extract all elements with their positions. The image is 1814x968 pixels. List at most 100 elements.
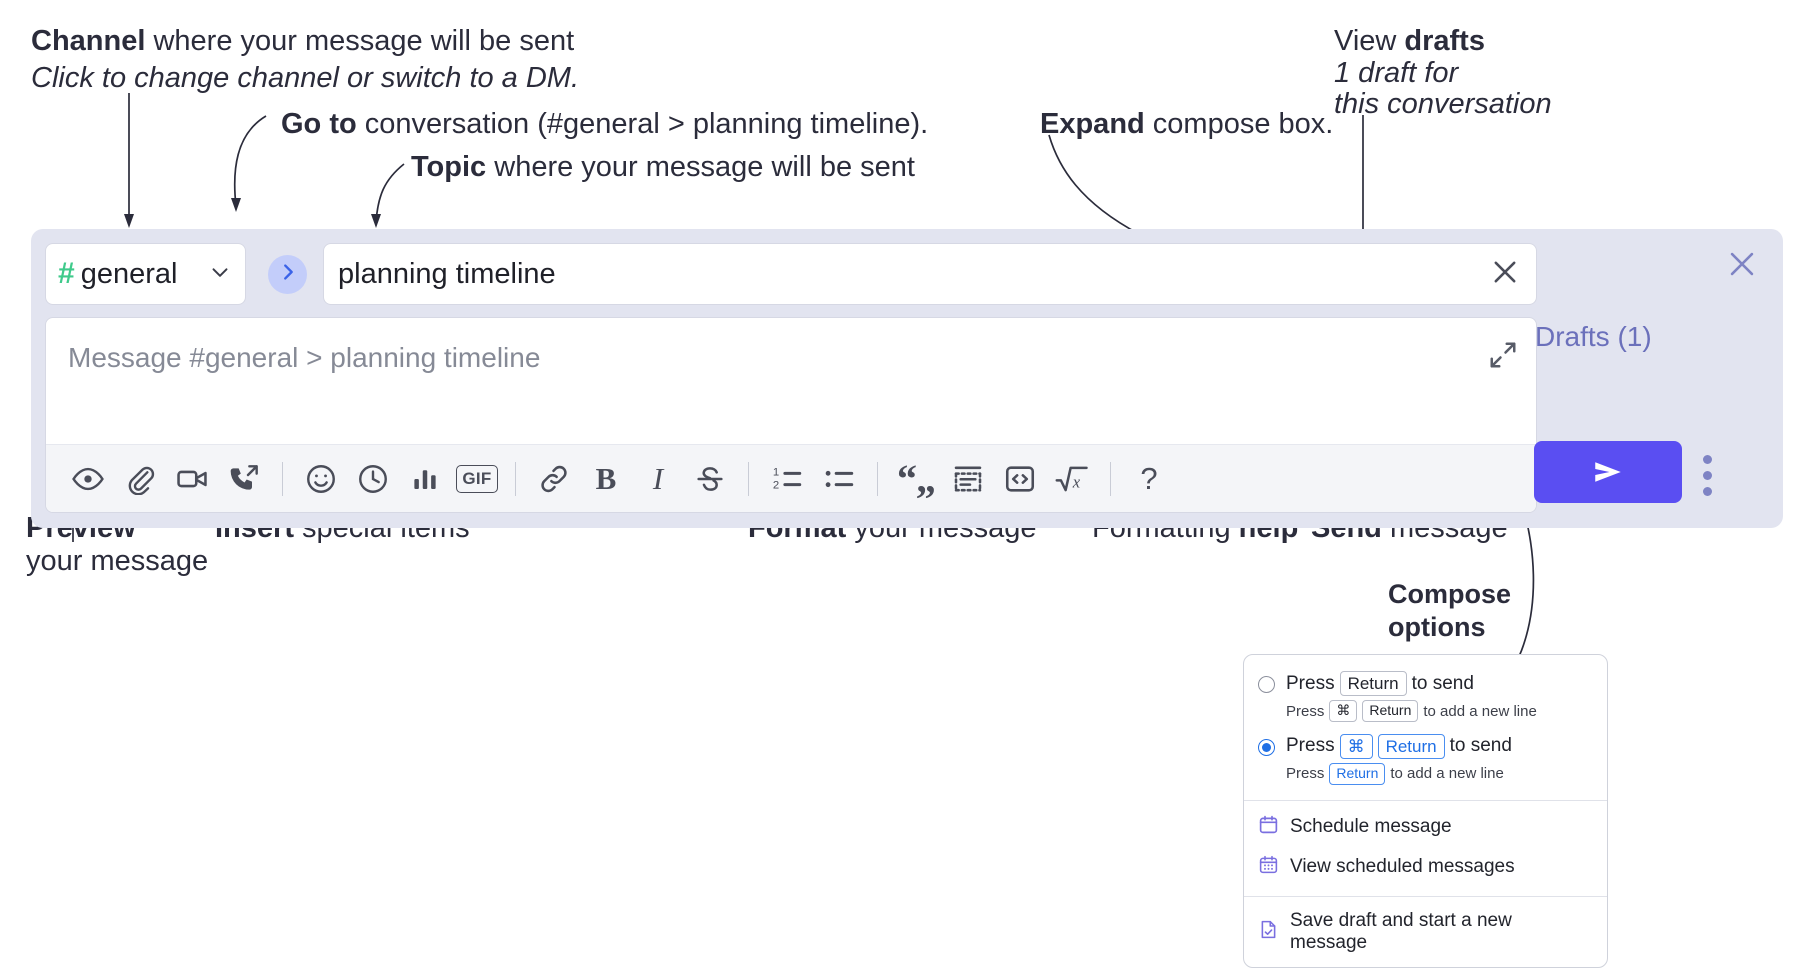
toolbar-separator: [282, 461, 283, 496]
menu-item-view-scheduled[interactable]: View scheduled messages: [1244, 847, 1607, 887]
option2-press: Press: [1286, 735, 1335, 757]
code-block-icon[interactable]: [942, 453, 994, 505]
kebab-dot: [1703, 487, 1712, 496]
bold-icon[interactable]: B: [580, 453, 632, 505]
svg-text:x: x: [1072, 472, 1081, 491]
radio-cmd-return[interactable]: [1258, 738, 1275, 756]
annotation-channel-rest: where your message will be sent: [145, 25, 575, 57]
blockquote-icon[interactable]: “„: [890, 453, 942, 505]
compose-options-button[interactable]: [1703, 455, 1712, 496]
option1-press: Press: [1286, 672, 1335, 694]
compose-header-row: # general planning timeline: [45, 243, 1537, 307]
help-label: ?: [1140, 460, 1158, 496]
compose-panel: # general planning timeline Message #gen…: [31, 229, 1783, 528]
option2-sub-key-return: Return: [1329, 763, 1386, 785]
compose-inner: # general planning timeline Message #gen…: [45, 243, 1537, 513]
send-option-cmd-return-hint: Press Return to add a new line: [1244, 759, 1607, 791]
message-input-placeholder: Message #general > planning timeline: [68, 342, 541, 373]
kebab-dot: [1703, 455, 1712, 464]
annotation-topic-rest: where your message will be sent: [486, 151, 915, 183]
option1-sub-key-return: Return: [1362, 700, 1419, 722]
draft-check-icon: [1258, 919, 1279, 945]
send-option-return[interactable]: Press Return to send: [1244, 665, 1607, 697]
video-icon[interactable]: [166, 453, 218, 505]
radio-return[interactable]: [1258, 676, 1275, 693]
toolbar-separator: [515, 461, 516, 496]
chevron-down-icon: [207, 259, 233, 290]
annotation-drafts-sub1-text: 1 draft for: [1334, 57, 1459, 89]
italic-label: I: [652, 460, 664, 496]
huddle-icon[interactable]: [218, 453, 270, 505]
message-compose-box[interactable]: Message #general > planning timeline: [45, 317, 1537, 513]
gif-label: GIF: [456, 464, 498, 493]
gif-icon[interactable]: GIF: [451, 453, 503, 505]
topic-clear-icon[interactable]: [1488, 255, 1522, 294]
emoji-icon[interactable]: [295, 453, 347, 505]
kebab-dot: [1703, 471, 1712, 480]
option2-key-cmd: ⌘: [1339, 733, 1373, 759]
option1-sub-key-cmd: ⌘: [1329, 700, 1358, 722]
panel-close-button[interactable]: [1725, 247, 1759, 286]
svg-text:1: 1: [773, 466, 779, 478]
preview-icon[interactable]: [62, 453, 114, 505]
strikethrough-icon[interactable]: [684, 453, 736, 505]
menu-divider: [1244, 895, 1607, 897]
option2-key-return: Return: [1377, 733, 1445, 759]
chevron-right-icon: [277, 261, 299, 288]
poll-icon[interactable]: [399, 453, 451, 505]
annotation-drafts-bold: drafts: [1404, 25, 1485, 57]
link-icon[interactable]: [528, 453, 580, 505]
annotation-preview-line2-text: your message: [26, 545, 209, 577]
clock-icon[interactable]: [347, 453, 399, 505]
annotation-topic: Topic where your message will be sent: [411, 150, 915, 185]
topic-value: planning timeline: [338, 257, 556, 290]
calendar-grid-icon: [1258, 854, 1279, 880]
option1-sub-press: Press: [1286, 702, 1325, 720]
option1-sub-suffix: to add a new line: [1423, 702, 1537, 720]
menu-item-schedule-message[interactable]: Schedule message: [1244, 807, 1607, 847]
annotation-preview-line2: your message: [26, 544, 208, 579]
annotation-channel-sub-text: Click to change channel or switch to a D…: [31, 62, 580, 94]
annotation-channel-bold: Channel: [31, 25, 146, 57]
annotation-expand-rest: compose box.: [1144, 108, 1334, 140]
toolbar-separator: [1110, 461, 1111, 496]
send-button[interactable]: [1534, 441, 1682, 503]
svg-text:2: 2: [773, 479, 779, 491]
option2-suffix: to send: [1449, 735, 1512, 757]
menu-item-label: Save draft and start a new message: [1290, 909, 1512, 953]
menu-divider: [1244, 799, 1607, 801]
channel-selector[interactable]: # general: [45, 243, 246, 305]
expand-compose-button[interactable]: [1488, 340, 1518, 375]
annotation-expand: Expand compose box.: [1040, 107, 1333, 142]
annotation-topic-bold: Topic: [411, 151, 487, 183]
hash-icon: #: [58, 257, 75, 290]
topic-input[interactable]: planning timeline: [323, 243, 1537, 305]
math-icon[interactable]: x: [1046, 453, 1098, 505]
toolbar-separator: [748, 461, 749, 496]
annotation-goto-bold: Go to: [281, 108, 357, 140]
send-option-return-hint: Press ⌘ Return to add a new line: [1244, 696, 1607, 728]
help-icon[interactable]: ?: [1123, 453, 1175, 505]
option1-key-return: Return: [1339, 671, 1407, 697]
goto-conversation-button[interactable]: [268, 255, 307, 294]
drafts-link[interactable]: Drafts (1): [1535, 321, 1652, 352]
option2-sub-press: Press: [1286, 765, 1325, 783]
code-icon[interactable]: [994, 453, 1046, 505]
annotation-drafts-sub2: this conversation: [1334, 87, 1552, 122]
italic-icon[interactable]: I: [632, 453, 684, 505]
annotation-compose-options-bold2: options: [1388, 612, 1486, 642]
attachment-icon[interactable]: [114, 453, 166, 505]
bulleted-list-icon[interactable]: [813, 453, 865, 505]
menu-item-save-draft[interactable]: Save draft and start a new message: [1244, 903, 1607, 961]
option2-sub-suffix: to add a new line: [1390, 765, 1504, 783]
annotation-compose-options-line1: Compose: [1388, 578, 1511, 611]
annotation-drafts: View drafts: [1334, 24, 1485, 59]
annotation-expand-bold: Expand: [1040, 108, 1145, 140]
compose-options-menu: Press Return to send Press ⌘ Return to a…: [1243, 654, 1608, 968]
send-option-cmd-return[interactable]: Press ⌘ Return to send: [1244, 728, 1607, 759]
menu-item-label: View scheduled messages: [1290, 855, 1515, 877]
bold-label: B: [595, 460, 617, 496]
annotation-compose-options-bold1: Compose: [1388, 579, 1512, 609]
